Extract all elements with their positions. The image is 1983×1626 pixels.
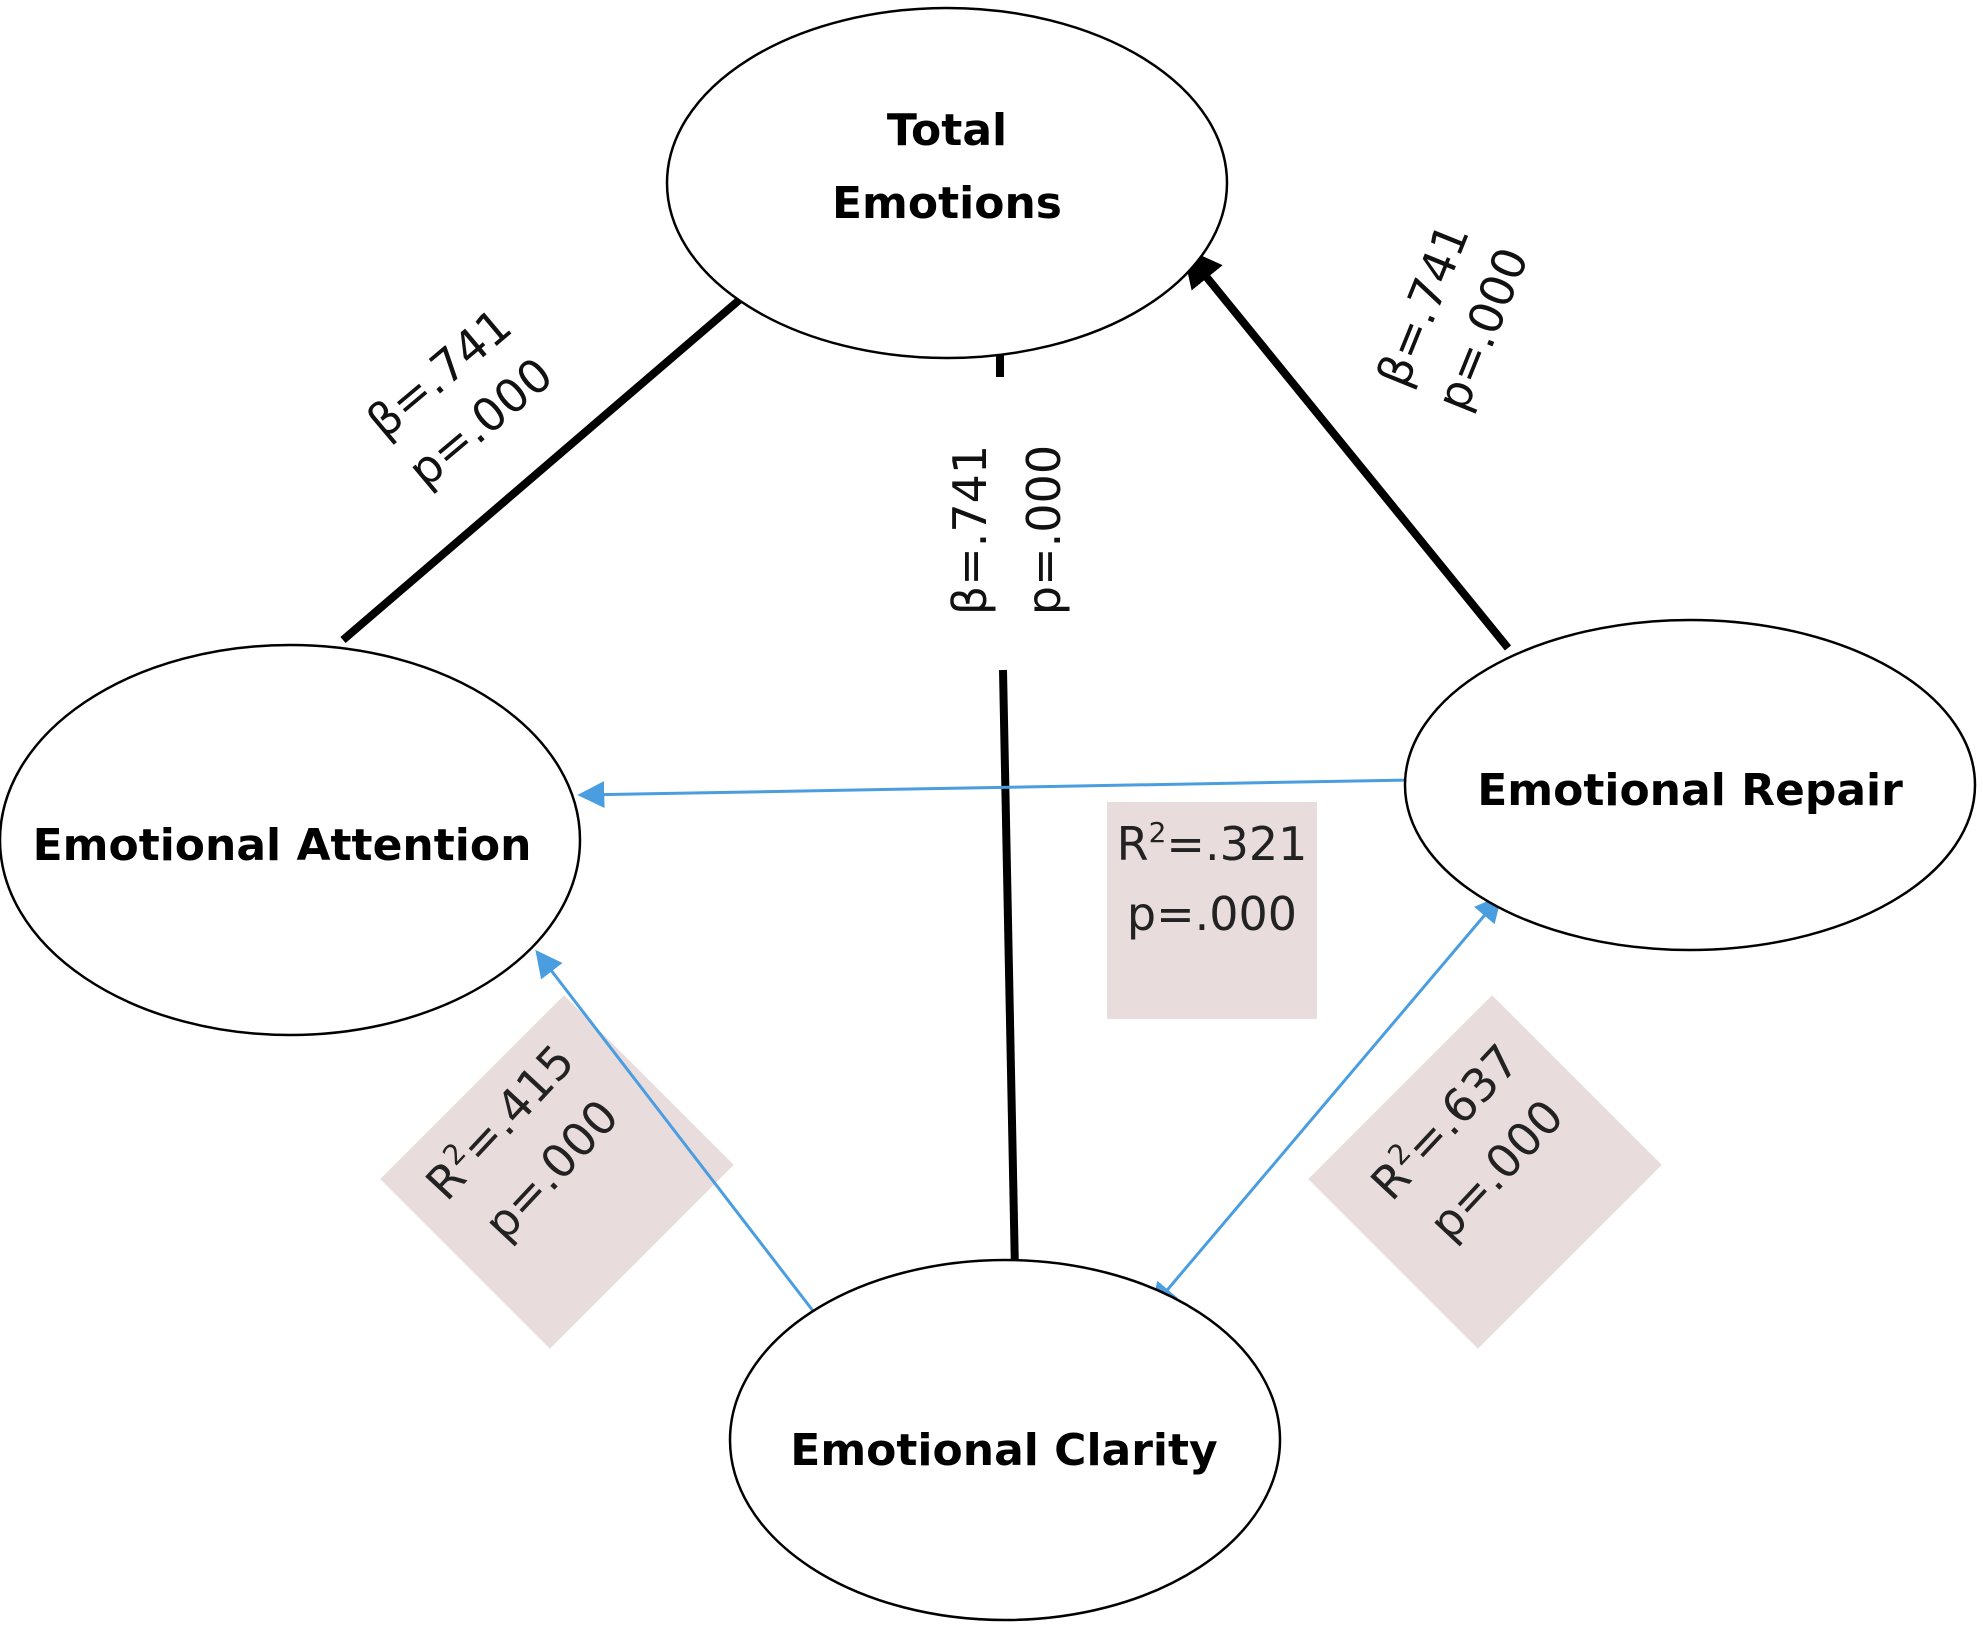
arrow-repair-to-total bbox=[1181, 246, 1512, 651]
path-label-clarity-total: β=.741 p=.000 bbox=[943, 445, 1071, 615]
node-repair-label: Emotional Repair bbox=[1477, 765, 1903, 816]
node-total-emotions bbox=[665, 6, 1229, 360]
path-label-attention-total: β=.741 p=.000 bbox=[357, 298, 563, 498]
arrow-attention-clarity bbox=[535, 949, 832, 1336]
node-emotional-repair bbox=[1403, 618, 1977, 952]
node-attention-label: Emotional Attention bbox=[33, 820, 532, 871]
arrow-attention-to-total bbox=[340, 259, 787, 644]
node-emotional-attention bbox=[0, 643, 582, 1037]
p-clarity-total: p=.000 bbox=[1017, 445, 1071, 615]
r2-repair-attention: R2=.321 bbox=[1117, 816, 1308, 871]
node-clarity-label: Emotional Clarity bbox=[790, 1425, 1217, 1476]
path-label-repair-total: β=.741 p=.000 bbox=[1366, 216, 1539, 418]
node-total-label-line1: Total bbox=[887, 105, 1007, 156]
arrow-clarity-to-total-lower bbox=[999, 669, 1019, 1273]
beta-clarity-total: β=.741 bbox=[943, 445, 997, 615]
node-emotional-clarity bbox=[728, 1258, 1282, 1622]
arrow-clarity-repair bbox=[1150, 894, 1502, 1311]
arrow-repair-to-attention bbox=[577, 778, 1411, 809]
node-total-label-line2: Emotions bbox=[832, 178, 1062, 229]
corr-label-repair-attention: R2=.321 p=.000 bbox=[1117, 816, 1308, 941]
p-repair-attention: p=.000 bbox=[1127, 887, 1297, 941]
